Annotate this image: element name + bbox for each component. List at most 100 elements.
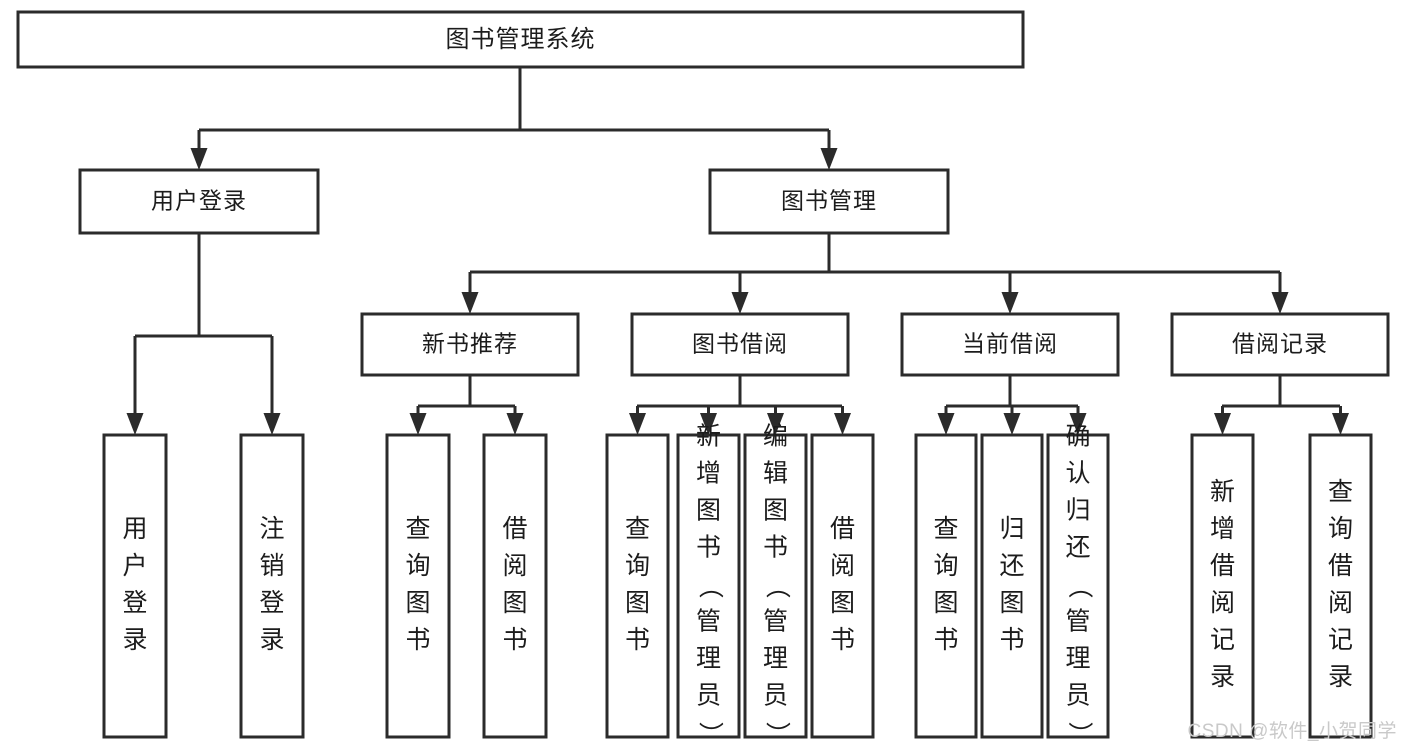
node-label-char: 还 xyxy=(1065,534,1090,562)
node-label-new-book-recommend: 新书推荐 xyxy=(422,331,518,357)
node-box-leaf-confirm-return[interactable] xyxy=(1046,433,1110,739)
arrow-head xyxy=(1003,413,1021,435)
node-box-new-book-recommend[interactable] xyxy=(360,312,580,377)
arrow-head xyxy=(629,413,646,435)
node-label-char: 书 xyxy=(830,626,855,654)
node-box-book-management[interactable] xyxy=(708,168,950,235)
node-label-char: 记 xyxy=(1210,626,1235,654)
node-box-leaf-edit-book[interactable] xyxy=(743,433,808,739)
connector-root xyxy=(190,67,838,170)
csdn-watermark: CSDN @软件_小贺同学 xyxy=(1187,721,1397,742)
arrow-head xyxy=(767,413,784,435)
node-label-char: 书 xyxy=(933,626,958,654)
node-book-management[interactable]: 图书管理 xyxy=(708,168,950,235)
node-label-char: 借 xyxy=(502,515,527,543)
connector-layer xyxy=(126,67,1349,435)
node-label-char: 图 xyxy=(696,497,721,525)
node-label-char: 询 xyxy=(933,552,958,580)
node-label-char: 增 xyxy=(696,460,721,488)
node-box-leaf-borrow-book-2[interactable] xyxy=(810,433,875,739)
node-label-char: 确 xyxy=(1065,423,1090,451)
node-box-leaf-user-logout[interactable] xyxy=(239,433,305,739)
node-box-borrow-record[interactable] xyxy=(1170,312,1390,377)
node-label-char: 书 xyxy=(696,534,721,562)
node-book-borrow[interactable]: 图书借阅 xyxy=(630,312,850,377)
node-user-login[interactable]: 用户登录 xyxy=(78,168,320,235)
node-box-leaf-add-book[interactable] xyxy=(676,433,741,739)
node-label-char: 录 xyxy=(1328,663,1353,691)
node-label-char: 理 xyxy=(1065,645,1090,673)
node-label-book-borrow: 图书借阅 xyxy=(692,331,788,357)
node-label-char: 用 xyxy=(122,515,147,543)
connector-user-login xyxy=(126,233,281,435)
node-label-char: ） xyxy=(763,721,791,746)
connector-borrow-record xyxy=(1214,375,1349,435)
arrow-head xyxy=(700,413,717,435)
node-label-char: 查 xyxy=(1328,478,1353,506)
node-label-char: 新 xyxy=(696,423,721,451)
node-label-char: 员 xyxy=(1065,682,1090,710)
node-label-char: 查 xyxy=(933,515,958,543)
arrow-head xyxy=(937,413,955,435)
node-box-leaf-query-book-2[interactable] xyxy=(605,433,670,739)
node-label-char: 图 xyxy=(763,497,788,525)
arrow-head xyxy=(461,292,479,314)
node-label-char: 阅 xyxy=(830,552,855,580)
node-box-leaf-query-book-3[interactable] xyxy=(914,433,978,739)
connector-new-book-recommend xyxy=(409,375,524,435)
node-box-leaf-user-login[interactable] xyxy=(102,433,168,739)
arrow-head xyxy=(1214,413,1231,435)
node-box-leaf-return-book[interactable] xyxy=(980,433,1044,739)
node-new-book-recommend[interactable]: 新书推荐 xyxy=(360,312,580,377)
node-label-char: 询 xyxy=(405,552,430,580)
node-label-char: 管 xyxy=(1065,608,1090,636)
node-box-book-borrow[interactable] xyxy=(630,312,850,377)
arrow-head xyxy=(263,413,281,435)
node-leaf-user-login[interactable]: 用户登录 xyxy=(102,433,168,739)
node-label-char: 管 xyxy=(763,608,788,636)
node-label-char: 注 xyxy=(259,515,284,543)
node-root[interactable]: 图书管理系统 xyxy=(16,10,1025,69)
node-box-root[interactable] xyxy=(16,10,1025,69)
arrow-head xyxy=(1001,292,1019,314)
node-box-leaf-query-record[interactable] xyxy=(1308,433,1373,739)
node-box-user-login[interactable] xyxy=(78,168,320,235)
node-label-char: 还 xyxy=(999,552,1024,580)
node-box-leaf-add-record[interactable] xyxy=(1190,433,1255,739)
node-label-char: 查 xyxy=(625,515,650,543)
node-label-char: 图 xyxy=(999,589,1024,617)
node-label-char: 借 xyxy=(1210,552,1235,580)
arrow-head xyxy=(731,292,749,314)
node-label-char: 询 xyxy=(1328,515,1353,543)
arrow-head xyxy=(834,413,851,435)
node-box-current-borrow[interactable] xyxy=(900,312,1120,377)
node-current-borrow[interactable]: 当前借阅 xyxy=(900,312,1120,377)
node-label-char: （ xyxy=(1065,573,1093,598)
node-box-leaf-borrow-book-1[interactable] xyxy=(482,433,548,739)
node-label-char: 管 xyxy=(696,608,721,636)
node-box-leaf-query-book-1[interactable] xyxy=(385,433,451,739)
arrow-head xyxy=(1332,413,1349,435)
node-label-char: 登 xyxy=(259,589,284,617)
arrow-head xyxy=(1069,413,1087,435)
node-label-char: 图 xyxy=(830,589,855,617)
node-label-char: 录 xyxy=(1210,663,1235,691)
node-label-char: 员 xyxy=(763,682,788,710)
node-label-char: （ xyxy=(763,573,791,598)
node-label-char: 新 xyxy=(1210,478,1235,506)
node-label-char: 员 xyxy=(696,682,721,710)
node-borrow-record[interactable]: 借阅记录 xyxy=(1170,312,1390,377)
